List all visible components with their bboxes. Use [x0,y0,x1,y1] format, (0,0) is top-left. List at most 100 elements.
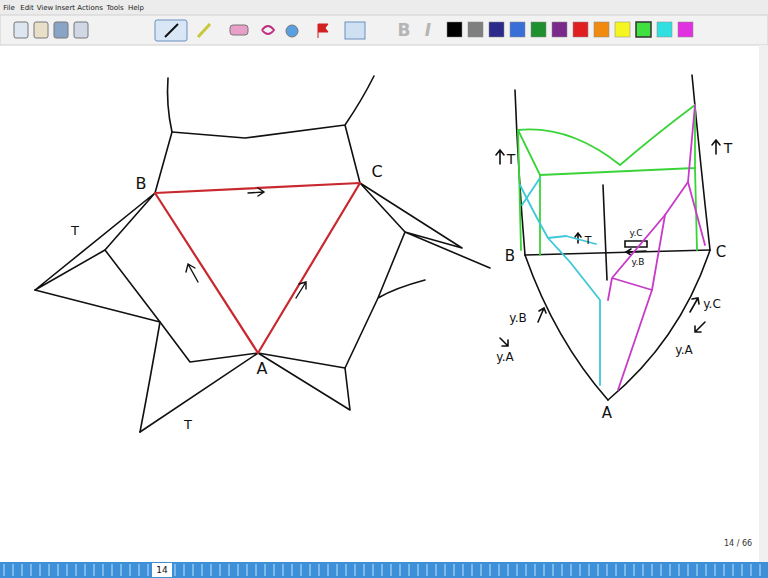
page-tick [508,564,509,576]
flap-label: T [184,418,192,431]
menu-bar [0,0,768,15]
folded-frame [496,75,720,400]
page-tick [373,564,374,576]
current-page-box [152,563,172,577]
page-tick [274,564,275,576]
page-tick [400,564,401,576]
page-tick [22,564,23,576]
vertex-label: B [136,176,147,192]
page-strip [0,562,768,578]
menu-item: Insert [55,5,75,12]
page-tick [715,564,716,576]
page-tick [571,564,572,576]
page-tick [184,564,185,576]
page-tick [85,564,86,576]
page-tick [418,564,419,576]
page-tick [553,564,554,576]
page-tick [4,564,5,576]
page-tick [616,564,617,576]
page-tick [427,564,428,576]
page-tick [688,564,689,576]
page-tick [472,564,473,576]
page-tick [382,564,383,576]
page-tick [121,564,122,576]
edge-label: y.A [496,351,513,363]
page-tick [175,564,176,576]
italic-button: I [425,22,431,39]
page-tick [454,564,455,576]
page-tick [589,564,590,576]
base-triangle [155,183,360,353]
vertex-label: A [257,361,268,377]
page-tick [148,564,149,576]
page-tick [364,564,365,576]
page-tick [481,564,482,576]
page-tick [202,564,203,576]
page-tick [112,564,113,576]
page-tick [94,564,95,576]
magenta-fold [608,105,705,390]
page-tick [526,564,527,576]
page-tick [346,564,347,576]
toolbar [0,15,768,45]
page-tick [724,564,725,576]
vertex-label: B [505,249,515,264]
page-tick [256,564,257,576]
page-tick [670,564,671,576]
flap-label: T [507,152,516,166]
page-tick [319,564,320,576]
net-flaps [35,76,490,432]
page-tick [517,564,518,576]
flap-label: T [71,224,79,237]
page-tick [742,564,743,576]
page-tick [679,564,680,576]
page-tick [40,564,41,576]
page-tick [580,564,581,576]
edge-label: y.C [703,298,721,310]
page-tick [697,564,698,576]
menu-item: Actions [77,5,103,12]
scrollbar [759,45,768,562]
vertex-label: C [716,245,726,260]
page-tick [499,564,500,576]
page-tick [247,564,248,576]
page-tick [130,564,131,576]
vertex-label: A [602,406,612,421]
page-tick [292,564,293,576]
page-tick [49,564,50,576]
page-ticks [4,564,760,576]
page-tick [706,564,707,576]
cyan-fold [520,178,600,385]
page-number: 14 [156,566,167,575]
bold-button: B [398,22,411,39]
toolbar-icons [14,20,365,41]
page-tick [139,564,140,576]
menu-item: Edit [20,5,34,12]
page-tick [625,564,626,576]
page-tick [328,564,329,576]
page-tick [31,564,32,576]
menu-item: File [3,5,15,12]
page-tick [220,564,221,576]
page-tick [535,564,536,576]
menu-item: Tools [106,5,123,12]
flap-label: T [585,235,592,246]
flap-label: T [724,141,733,155]
page-tick [355,564,356,576]
edge-label: y.C [629,229,642,238]
page-tick [733,564,734,576]
edge-label: y.A [675,344,692,356]
page-tick [58,564,59,576]
menu-item: Help [128,5,144,12]
page-tick [463,564,464,576]
page-tick [598,564,599,576]
page-tick [490,564,491,576]
page-tick [229,564,230,576]
page-tick [310,564,311,576]
edge-label: y.B [631,258,644,267]
page-tick [193,564,194,576]
page-tick [607,564,608,576]
page-tick [76,564,77,576]
vertex-label: C [371,164,382,180]
